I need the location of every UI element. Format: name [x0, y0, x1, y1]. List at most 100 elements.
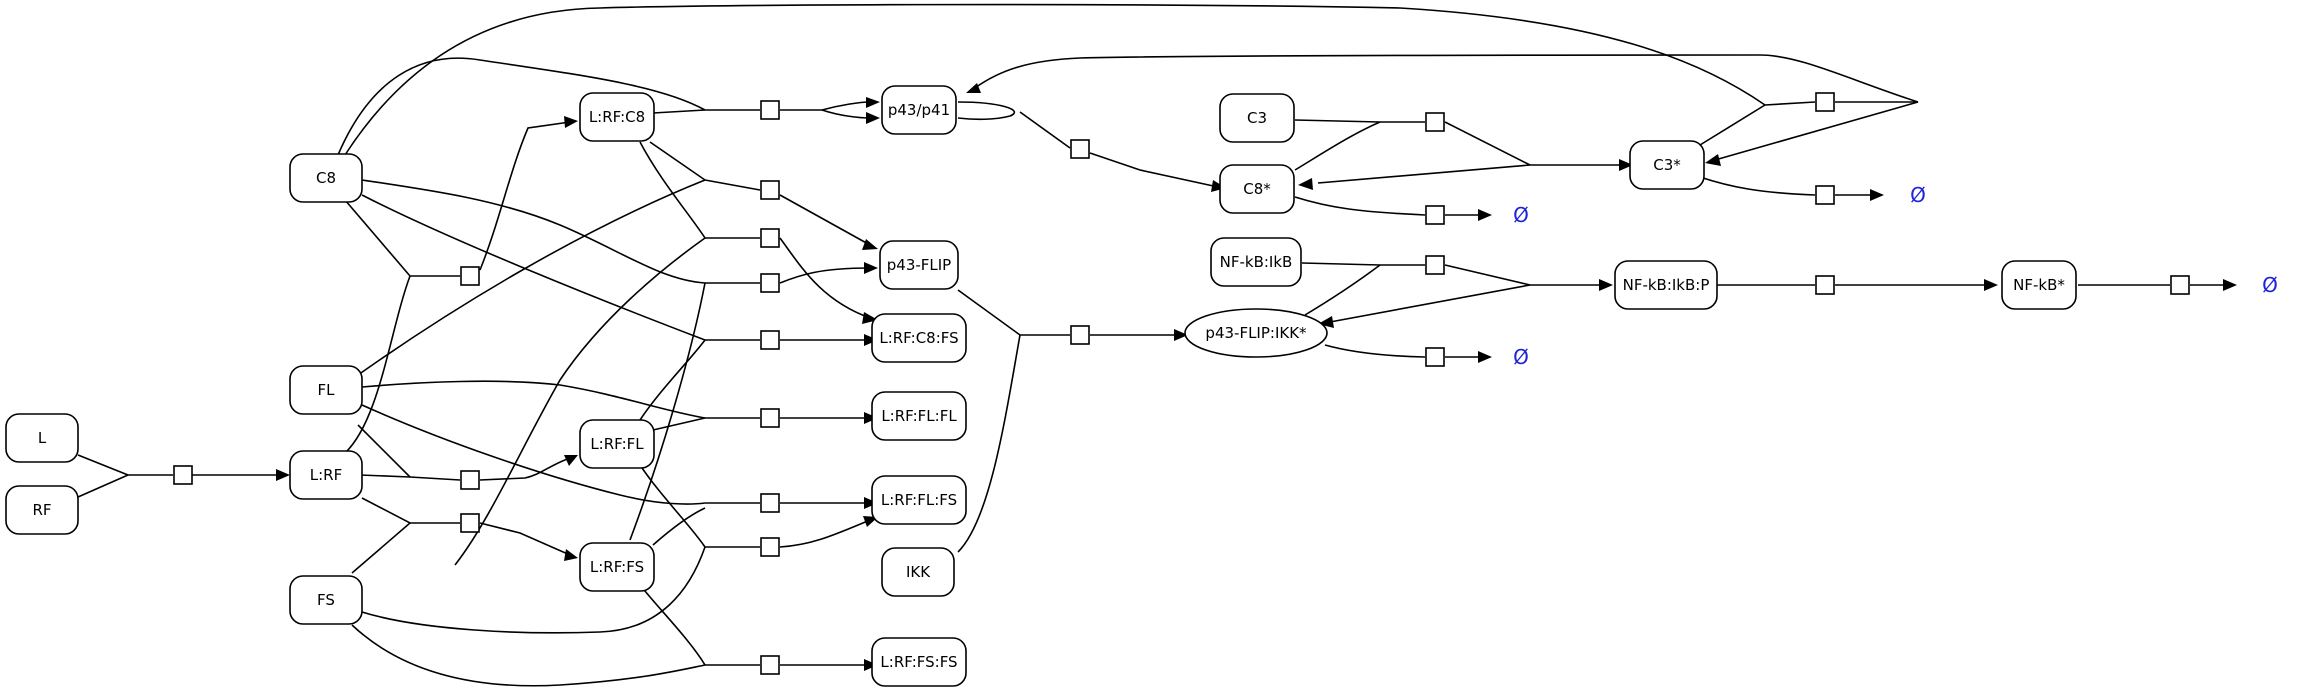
- node-label: FL: [318, 381, 336, 399]
- arrowhead-sink1: [1478, 209, 1492, 221]
- node-c3[interactable]: C3: [1219, 93, 1295, 143]
- arrowhead-c8star-feedback: [1298, 178, 1313, 190]
- arrowhead-nfkbstar: [1984, 279, 1998, 291]
- reaction-square: [2170, 275, 2190, 295]
- edge-p43flipikk-to-rxn20: [1304, 264, 1381, 316]
- reaction-square: [1815, 92, 1835, 112]
- reaction-square: [760, 408, 780, 428]
- edge-rxn6-to-p43flip: [779, 194, 871, 246]
- node-lrfflfl[interactable]: L:RF:FL:FL: [871, 391, 967, 441]
- arrowhead-lrfflfl: [864, 412, 878, 424]
- edge-c8star-to-rxn17: [1294, 196, 1426, 216]
- reaction-square: [760, 655, 780, 675]
- reaction-square: [1425, 112, 1445, 132]
- arrowhead-lrffs: [564, 549, 578, 561]
- reaction-square: [760, 180, 780, 200]
- edge-hub-to-c8: [344, 3, 1766, 156]
- node-nfkbikb[interactable]: NF-kB:IkB: [1210, 237, 1302, 287]
- node-l[interactable]: L: [5, 413, 79, 463]
- sink-symbol: Ø: [1513, 203, 1529, 227]
- node-ikk[interactable]: IKK: [881, 547, 955, 597]
- edge-fs-to-rxn12: [361, 546, 706, 634]
- node-lrffs[interactable]: L:RF:FS: [579, 542, 655, 592]
- edge-fl-to-rxn10: [361, 380, 706, 419]
- node-lrffl[interactable]: L:RF:FL: [579, 419, 655, 469]
- arrowhead-lrfc8fs-b: [864, 334, 878, 346]
- node-label: FS: [317, 591, 335, 609]
- arrowhead-p43p41-hub: [966, 83, 981, 93]
- edge-fl-to-rxn11: [361, 404, 706, 505]
- edge-c3star-to-rxn18: [1699, 101, 1816, 146]
- reaction-square: [1425, 347, 1445, 367]
- edge-lrffl-to-rxn12: [639, 464, 706, 548]
- node-rf[interactable]: RF: [5, 485, 79, 535]
- node-c8[interactable]: C8: [289, 153, 363, 203]
- arrowhead-p43flip-a: [862, 239, 878, 250]
- edge-rxn2-to-lrfc8: [479, 121, 571, 271]
- edge-c3-to-rxn16: [1294, 119, 1425, 123]
- node-label: L:RF:FS: [590, 558, 644, 576]
- arrowheads: [276, 83, 2237, 671]
- reaction-square: [460, 266, 480, 286]
- arrowhead-sink3: [1478, 351, 1492, 363]
- reaction-square: [460, 513, 480, 533]
- node-label: NF-kB:IkB:P: [1623, 276, 1710, 294]
- edge-rxn12-to-lrfflfs: [779, 519, 871, 548]
- edge-lrf-to-rxn3: [359, 474, 461, 481]
- reaction-square: [1815, 185, 1835, 205]
- reaction-square: [760, 273, 780, 293]
- node-label: p43-FLIP:IKK*: [1205, 324, 1307, 342]
- edge-hub-to-p43p41: [974, 54, 1919, 103]
- node-fs[interactable]: FS: [289, 575, 363, 625]
- node-label: p43/p41: [888, 101, 950, 119]
- edge-hub-to-c3star: [1714, 101, 1919, 161]
- sink-symbol: Ø: [2262, 273, 2278, 297]
- node-lrfc8fs[interactable]: L:RF:C8:FS: [871, 313, 967, 363]
- node-p43p41[interactable]: p43/p41: [881, 85, 957, 135]
- edge-rxn20-feedback: [1329, 284, 1531, 323]
- node-nfkbstar[interactable]: NF-kB*: [2001, 260, 2077, 310]
- arrowhead-sink2: [1870, 189, 1884, 201]
- edges: [77, 3, 2225, 687]
- arrowhead-c3star: [1619, 159, 1633, 171]
- reaction-square: [760, 537, 780, 557]
- edge-lrffs-to-rxn12: [652, 507, 706, 546]
- edge-ikk-to-rxn14: [957, 334, 1021, 553]
- edge-fs-to-rxn13: [351, 624, 706, 687]
- node-p43flip[interactable]: p43-FLIP: [879, 240, 959, 290]
- sinks: Ø Ø Ø Ø: [1513, 183, 2278, 369]
- edge-lrf-to-rxn4: [361, 497, 460, 524]
- node-c8star[interactable]: C8*: [1219, 164, 1295, 214]
- arrowhead-p43p41-b: [866, 112, 880, 124]
- node-lrffsfs[interactable]: L:RF:FS:FS: [871, 637, 967, 687]
- node-label: RF: [32, 501, 51, 519]
- edge-nfkbikb-to-rxn20: [1301, 262, 1425, 266]
- node-label: L:RF:C8: [589, 108, 645, 126]
- reaction-square: [173, 465, 193, 485]
- arrowhead-lrf: [276, 469, 290, 481]
- edge-lrffs-to-rxn13: [639, 584, 706, 666]
- node-label: L:RF:C8:FS: [879, 329, 958, 347]
- node-label: p43-FLIP: [887, 256, 951, 274]
- reaction-square: [1425, 205, 1445, 225]
- node-c3star[interactable]: C3*: [1629, 140, 1705, 190]
- node-fl[interactable]: FL: [289, 365, 363, 415]
- node-label: L: [38, 429, 47, 447]
- node-nfkbikbp[interactable]: NF-kB:IkB:P: [1614, 260, 1718, 310]
- edge-rxn7-to-lrfc8fs: [779, 237, 871, 319]
- node-p43flipikk[interactable]: p43-FLIP:IKK*: [1184, 308, 1328, 358]
- node-lrf[interactable]: L:RF: [289, 450, 363, 500]
- node-lrfc8[interactable]: L:RF:C8: [579, 92, 655, 142]
- reaction-square: [1070, 139, 1090, 159]
- node-label: C8: [316, 169, 336, 187]
- edge-lrfc8-to-rxn5: [652, 109, 760, 114]
- reaction-square: [760, 330, 780, 350]
- edge-rxn5-to-p43p41-a: [780, 101, 871, 111]
- edge-fs-to-rxn4: [351, 522, 411, 574]
- edge-rxn4-to-lrffs: [479, 522, 571, 556]
- edge-rxn5-to-p43p41-b: [821, 109, 871, 119]
- edge-rxn6: [704, 179, 761, 191]
- node-label: L:RF:FS:FS: [880, 653, 957, 671]
- node-lrfflfs[interactable]: L:RF:FL:FS: [871, 475, 967, 525]
